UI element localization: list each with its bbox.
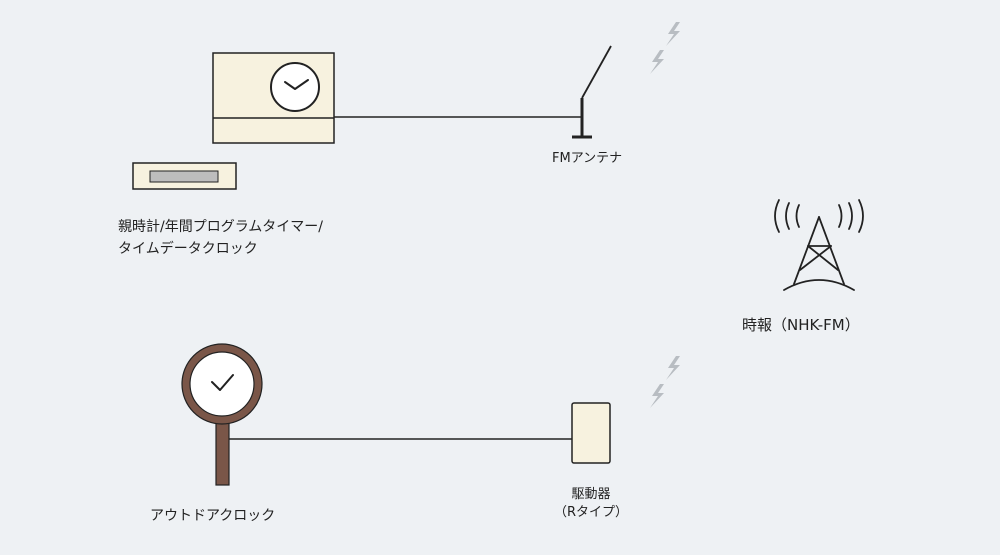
outdoor-clock-icon xyxy=(181,343,263,486)
driver-label-line2: （Rタイプ） xyxy=(553,505,629,520)
time-data-clock-unit xyxy=(132,162,237,190)
broadcast-tower-icon xyxy=(774,199,864,291)
master-clock-unit xyxy=(212,52,335,144)
master-clock-label-line1: 親時計/年間プログラムタイマー/ xyxy=(118,219,324,235)
driver-unit xyxy=(571,402,611,464)
outdoor-clock-label: アウトドアクロック xyxy=(150,508,276,524)
clock-face-icon xyxy=(270,62,320,112)
master-clock-label-line2: タイムデータクロック xyxy=(118,241,258,257)
master-clock-label: 親時計/年間プログラムタイマー/ タイムデータクロック xyxy=(118,216,323,260)
broadcast-label: 時報（NHK-FM） xyxy=(742,316,860,334)
fm-antenna-icon xyxy=(572,45,612,139)
lightning-bolt-icon xyxy=(650,356,680,408)
driver-label-line1: 駆動器 xyxy=(571,487,611,502)
lightning-bolt-icon xyxy=(650,22,680,74)
fm-antenna-label: FMアンテナ xyxy=(552,151,623,166)
driver-label: 駆動器 （Rタイプ） xyxy=(551,486,631,522)
